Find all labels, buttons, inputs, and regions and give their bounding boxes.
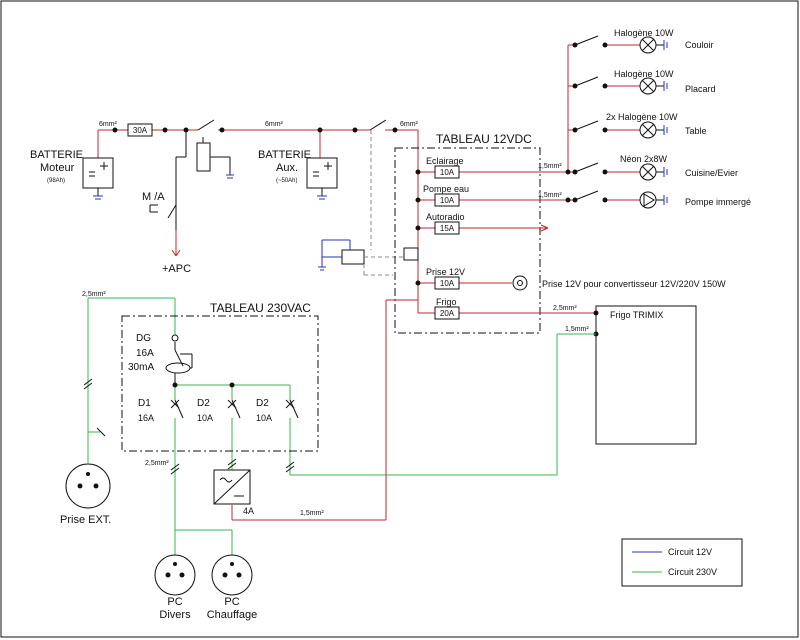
panel-230v-title: TABLEAU 230VAC bbox=[210, 301, 311, 315]
panel-230v-frame bbox=[121, 315, 319, 452]
aux-battery-capacity: (~50Ah) bbox=[276, 178, 298, 184]
legend-label-12v: Circuit 12V bbox=[668, 547, 712, 557]
breaker-d1-name: D1 bbox=[138, 398, 151, 409]
gauge-pump: 1,5mm² bbox=[538, 192, 562, 199]
socket-pc2-line1: PC bbox=[224, 596, 239, 608]
panel-12v-frame bbox=[394, 147, 541, 334]
breaker-d2b bbox=[285, 399, 299, 419]
breaker-d1 bbox=[170, 399, 184, 419]
socket-ext-icon bbox=[65, 440, 111, 509]
circuit-name-autoradio: Autoradio bbox=[426, 212, 465, 222]
charger-gauge: 1,5mm² bbox=[300, 510, 324, 517]
light-location-4: Cuisine/Evier bbox=[685, 168, 738, 178]
socket-pc1-line2: Divers bbox=[159, 609, 191, 621]
breaker-d1-rating: 16A bbox=[138, 413, 154, 423]
light-location-2: Placard bbox=[685, 84, 716, 94]
socket-pc1-icon bbox=[154, 554, 196, 596]
charger-fuse: 4A bbox=[243, 506, 254, 516]
light-label-1: Halogène 10W bbox=[614, 28, 674, 38]
motor-battery bbox=[82, 157, 114, 200]
ignition-label: M /A bbox=[142, 191, 165, 203]
socket-pc2-icon bbox=[211, 554, 253, 596]
light-label-3: 2x Halogène 10W bbox=[606, 112, 678, 122]
socket-pc1-line1: PC bbox=[167, 596, 182, 608]
gauge-label-1: 6mm² bbox=[99, 121, 118, 128]
circuit-fuse-frigo: 20A bbox=[440, 309, 455, 318]
fridge-box bbox=[595, 305, 697, 445]
motor-battery-title: BATTERIE bbox=[30, 149, 83, 161]
gauge-label-2: 6mm² bbox=[265, 121, 284, 128]
circuit-fuse-prise: 10A bbox=[440, 279, 455, 288]
motor-battery-capacity: (98Ah) bbox=[47, 178, 65, 184]
motor-battery-subtitle: Moteur bbox=[40, 162, 75, 174]
lamp-icon bbox=[639, 163, 668, 181]
light-label-4: Néon 2x8W bbox=[620, 154, 668, 164]
breaker-d2a bbox=[227, 399, 241, 419]
gauge-lights: 1,5mm² bbox=[538, 163, 562, 170]
fridge-gauge-230v: 1,5mm² bbox=[565, 326, 589, 333]
breaker-d2a-rating: 10A bbox=[197, 413, 213, 423]
circuit-fuse-pompe: 10A bbox=[440, 196, 455, 205]
fridge-gauge-12v: 2,5mm² bbox=[553, 305, 577, 312]
socket-ext-label: Prise EXT. bbox=[60, 514, 111, 526]
circuit-name-eclairage: Eclairage bbox=[426, 156, 464, 166]
fuse-prise-12v bbox=[434, 276, 460, 290]
breaker-d2b-name: D2 bbox=[256, 398, 269, 409]
circuit-name-frigo: Frigo bbox=[436, 297, 457, 307]
legend-box bbox=[621, 538, 743, 587]
pump-label: Pompe immergé bbox=[685, 197, 751, 207]
main-fuse-label: 30A bbox=[133, 126, 148, 135]
wiring-230v bbox=[83, 297, 596, 560]
charger-relay bbox=[318, 130, 419, 276]
circuit-fuse-autoradio: 15A bbox=[440, 224, 455, 233]
charger-icon bbox=[213, 469, 251, 505]
fuse-frigo bbox=[434, 306, 460, 320]
fuse-pompe bbox=[434, 193, 460, 207]
socket-12v-icon bbox=[512, 275, 528, 291]
aux-battery bbox=[306, 157, 338, 200]
legend-label-230v: Circuit 230V bbox=[668, 567, 717, 577]
fuse-autoradio bbox=[434, 221, 460, 235]
socket-pc2-line2: Chauffage bbox=[207, 609, 258, 621]
panel-12v-title: TABLEAU 12VDC bbox=[436, 132, 532, 146]
gauge-230v-out: 2,5mm² bbox=[145, 460, 169, 467]
dg-sensitivity: 30mA bbox=[128, 362, 154, 373]
lamp-icon bbox=[639, 36, 668, 54]
socket-12v-label: Prise 12V pour convertisseur 12V/220V 15… bbox=[542, 279, 726, 289]
light-location-1: Couloir bbox=[685, 40, 714, 50]
fridge-label: Frigo TRIMIX bbox=[610, 310, 663, 320]
circuit-fuse-eclairage: 10A bbox=[440, 168, 455, 177]
pump-icon bbox=[639, 191, 668, 209]
gauge-230v-in: 2,5mm² bbox=[82, 291, 106, 298]
dg-rating: 16A bbox=[136, 348, 154, 359]
ignition-switch bbox=[149, 204, 181, 257]
lamp-icon bbox=[639, 121, 668, 139]
main-12v-line bbox=[97, 119, 419, 300]
dg-name: DG bbox=[136, 333, 151, 344]
apc-label: +APC bbox=[162, 263, 191, 275]
aux-battery-subtitle: Aux. bbox=[276, 162, 298, 174]
main-fuse bbox=[127, 123, 153, 137]
main-breaker bbox=[165, 334, 193, 385]
circuit-name-pompe: Pompe eau bbox=[423, 184, 469, 194]
fuse-eclairage bbox=[434, 165, 460, 179]
aux-battery-title: BATTERIE bbox=[258, 149, 311, 161]
gauge-label-3: 6mm² bbox=[400, 121, 419, 128]
breaker-d2a-name: D2 bbox=[197, 398, 210, 409]
lighting-branch bbox=[565, 35, 640, 203]
light-label-2: Halogène 10W bbox=[614, 69, 674, 79]
breaker-d2b-rating: 10A bbox=[256, 413, 272, 423]
circuit-name-prise: Prise 12V bbox=[426, 267, 465, 277]
lamp-icon bbox=[639, 77, 668, 95]
light-location-3: Table bbox=[685, 126, 707, 136]
